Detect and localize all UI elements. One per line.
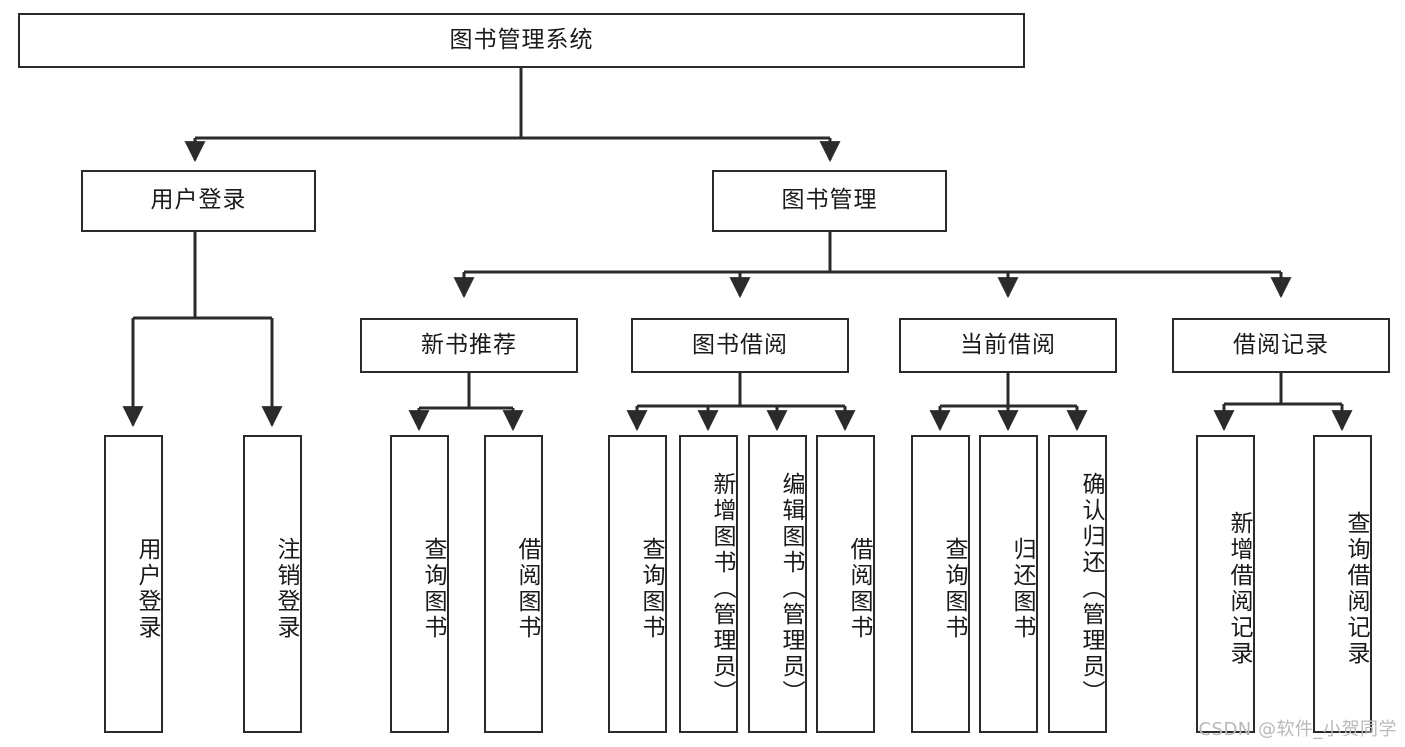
node-book-borrow[interactable]: 图书借阅 — [631, 318, 849, 373]
node-label: 确认归还（管理员） — [1078, 472, 1104, 706]
node-leaf-borrow-book-recommend[interactable]: 借阅图书 — [484, 435, 543, 733]
node-label: 注销登录 — [273, 537, 299, 641]
node-leaf-logout-login[interactable]: 注销登录 — [243, 435, 302, 733]
node-label: 图书管理系统 — [449, 26, 594, 53]
node-leaf-borrow-book[interactable]: 借阅图书 — [816, 435, 875, 733]
node-label: 图书借阅 — [692, 331, 788, 358]
csdn-watermark: CSDN @软件_小贺同学 — [1198, 719, 1397, 740]
node-book-management[interactable]: 图书管理 — [712, 170, 947, 232]
node-label: 当前借阅 — [960, 331, 1056, 358]
node-leaf-query-book-recommend[interactable]: 查询图书 — [390, 435, 449, 733]
node-label: 归还图书 — [1009, 537, 1035, 641]
node-root-book-management-system[interactable]: 图书管理系统 — [18, 13, 1025, 68]
node-leaf-confirm-return-admin[interactable]: 确认归还（管理员） — [1048, 435, 1107, 733]
node-leaf-edit-book-admin[interactable]: 编辑图书（管理员） — [748, 435, 807, 733]
node-label: 新增图书（管理员） — [709, 472, 735, 706]
node-label: 编辑图书（管理员） — [778, 472, 804, 706]
node-label: 新书推荐 — [421, 331, 517, 358]
node-current-borrow[interactable]: 当前借阅 — [899, 318, 1117, 373]
node-leaf-add-borrow-record[interactable]: 新增借阅记录 — [1196, 435, 1255, 733]
node-label: 查询图书 — [420, 537, 446, 641]
node-label: 图书管理 — [781, 187, 878, 214]
node-leaf-add-book-admin[interactable]: 新增图书（管理员） — [679, 435, 738, 733]
node-label: 新增借阅记录 — [1226, 511, 1252, 667]
node-label: 借阅图书 — [514, 537, 540, 641]
node-label: 用户登录 — [134, 537, 160, 641]
node-leaf-return-book[interactable]: 归还图书 — [979, 435, 1038, 733]
node-label: 查询借阅记录 — [1343, 511, 1369, 667]
node-label: 借阅记录 — [1233, 331, 1329, 358]
node-user-login[interactable]: 用户登录 — [81, 170, 316, 232]
node-borrow-record[interactable]: 借阅记录 — [1172, 318, 1390, 373]
node-label: 借阅图书 — [846, 537, 872, 641]
node-leaf-query-borrow-record[interactable]: 查询借阅记录 — [1313, 435, 1372, 733]
node-leaf-query-book-borrow[interactable]: 查询图书 — [608, 435, 667, 733]
node-new-book-recommend[interactable]: 新书推荐 — [360, 318, 578, 373]
node-leaf-query-book-current[interactable]: 查询图书 — [911, 435, 970, 733]
node-label: 用户登录 — [150, 187, 247, 214]
node-label: 查询图书 — [941, 537, 967, 641]
node-label: 查询图书 — [638, 537, 664, 641]
node-leaf-user-login[interactable]: 用户登录 — [104, 435, 163, 733]
